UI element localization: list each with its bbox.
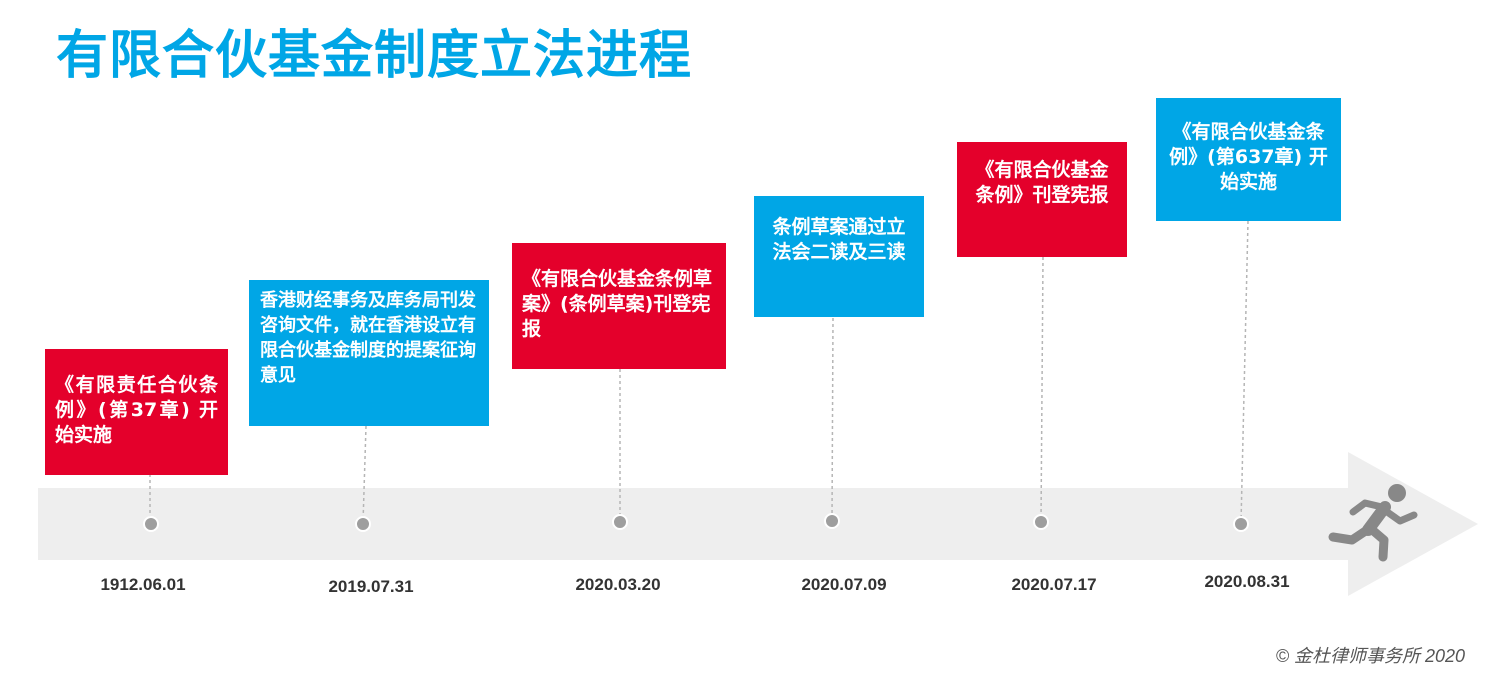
date-label-4: 2020.07.09 [801,575,887,594]
dot-4 [824,513,840,529]
connector-2 [362,425,367,524]
page-title: 有限合伙基金制度立法进程 [56,26,693,86]
event-box-20200831: 《有限合伙基金条例》(第637章) 开始实施 [1156,98,1341,221]
dot-1 [143,516,159,532]
dot-2 [355,516,371,532]
date-label-5: 2020.07.17 [1011,575,1097,594]
event-box-1912: 《有限责任合伙条例》(第37章) 开始实施 [45,349,228,475]
copyright-notice: © 金杜律师事务所 2020 [1275,646,1465,666]
timeline-dots [143,513,1249,532]
dot-3 [612,514,628,530]
connector-6 [1240,220,1249,524]
connector-5 [1040,256,1044,523]
date-label-2: 2019.07.31 [328,577,414,596]
connector-4 [831,317,834,521]
event-box-20200320: 《有限合伙基金条例草案》(条例草案)刊登宪报 [512,243,726,369]
event-box-20200709: 条例草案通过立法会二读及三读 [754,196,924,317]
date-label-3: 2020.03.20 [575,575,661,594]
running-man-icon [1328,484,1418,562]
date-label-6: 2020.08.31 [1204,572,1290,591]
dot-6 [1233,516,1249,532]
event-box-20200717: 《有限合伙基金条例》刊登宪报 [957,142,1127,257]
date-label-1: 1912.06.01 [100,575,186,594]
event-box-2019: 香港财经事务及库务局刊发咨询文件，就在香港设立有限合伙基金制度的提案征询意见 [249,280,489,426]
connector-lines [149,220,1249,524]
timeline-arrow [38,452,1478,596]
dot-5 [1033,514,1049,530]
